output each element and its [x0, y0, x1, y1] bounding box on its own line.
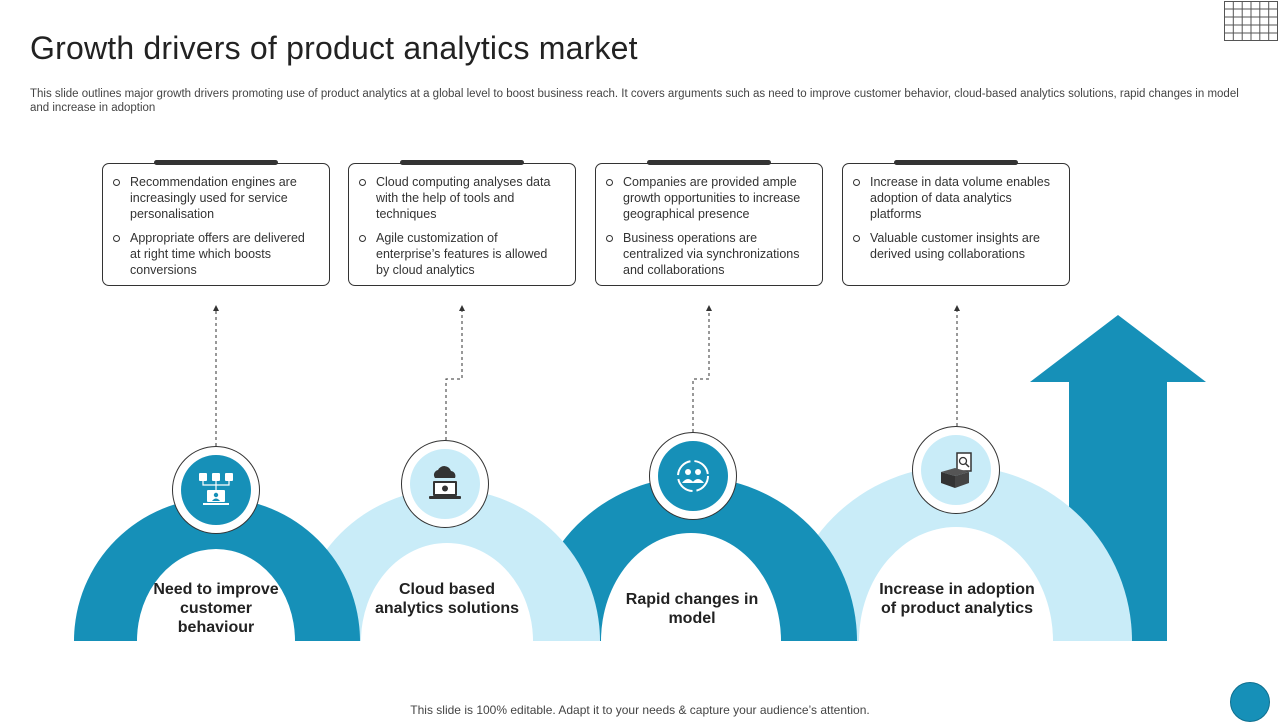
bullet-icon: [359, 179, 366, 186]
bullet-icon: [113, 235, 120, 242]
driver-label-1: Need to improve customer behaviour: [153, 581, 279, 636]
card-point-text: Increase in data volume enables adoption…: [870, 175, 1050, 221]
team-cycle-icon: [677, 460, 709, 492]
driver-card-2: Cloud computing analyses data with the h…: [348, 160, 576, 286]
cloud-laptop-icon: [429, 466, 461, 499]
icon-ring-2: [401, 440, 489, 528]
icon-ring-1: [172, 446, 260, 534]
driver-card-1: Recommendation engines are increasingly …: [102, 160, 330, 286]
corner-circle-icon: [1230, 682, 1270, 722]
icon-disc: [410, 449, 480, 519]
card-point: Valuable customer insights are derived u…: [853, 230, 1057, 262]
card-point: Cloud computing analyses data with the h…: [359, 174, 563, 222]
card-point-text: Recommendation engines are increasingly …: [130, 175, 297, 221]
card-point-text: Appropriate offers are delivered at righ…: [130, 231, 305, 277]
card-point-text: Valuable customer insights are derived u…: [870, 231, 1040, 261]
icon-disc: [658, 441, 728, 511]
footer-note: This slide is 100% editable. Adapt it to…: [410, 703, 870, 717]
card-tab: [154, 160, 278, 165]
icon-disc: [921, 435, 991, 505]
card-point-text: Business operations are centralized via …: [623, 231, 800, 277]
bullet-icon: [853, 235, 860, 242]
card-point: Companies are provided ample growth oppo…: [606, 174, 810, 222]
card-point: Agile customization of enterprise’s feat…: [359, 230, 563, 278]
connector-2: [445, 305, 465, 440]
bullet-icon: [606, 235, 613, 242]
bullet-icon: [606, 179, 613, 186]
card-point: Increase in data volume enables adoption…: [853, 174, 1057, 222]
monitor-network-icon: [199, 473, 233, 505]
page-title: Growth drivers of product analytics mark…: [30, 30, 638, 66]
inner-disc-4: [859, 527, 1053, 641]
driver-label-4: Increase in adoption of product analytic…: [879, 581, 1035, 617]
card-point: Business operations are centralized via …: [606, 230, 810, 278]
bullet-icon: [113, 179, 120, 186]
box-report-icon: [941, 452, 972, 488]
driver-card-3: Companies are provided ample growth oppo…: [595, 160, 823, 286]
card-point: Appropriate offers are delivered at righ…: [113, 230, 317, 278]
driver-label-3: Rapid changes in model: [625, 591, 759, 627]
driver-label-2: Cloud based analytics solutions: [374, 581, 520, 617]
icon-ring-3: [649, 432, 737, 520]
grid-icon: [1224, 1, 1278, 41]
card-point-text: Cloud computing analyses data with the h…: [376, 175, 551, 221]
inner-disc-2: [361, 543, 533, 641]
card-tab: [894, 160, 1018, 165]
card-point-text: Companies are provided ample growth oppo…: [623, 175, 801, 221]
icon-disc: [181, 455, 251, 525]
icon-ring-4: [912, 426, 1000, 514]
card-tab: [647, 160, 771, 165]
bullet-icon: [359, 235, 366, 242]
bullet-icon: [853, 179, 860, 186]
driver-card-4: Increase in data volume enables adoption…: [842, 160, 1070, 286]
card-tab: [400, 160, 524, 165]
card-point: Recommendation engines are increasingly …: [113, 174, 317, 222]
inner-disc-3: [601, 533, 781, 641]
card-point-text: Agile customization of enterprise’s feat…: [376, 231, 548, 277]
connector-3: [692, 305, 712, 432]
inner-disc-1: [137, 549, 295, 641]
slide-description: This slide outlines major growth drivers…: [30, 88, 1239, 114]
